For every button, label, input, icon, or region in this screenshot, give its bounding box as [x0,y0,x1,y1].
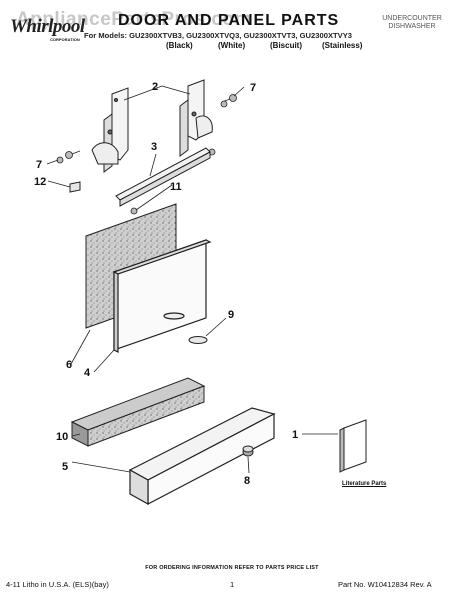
models-line: For Models: GU2300XTVB3, GU2300XTVQ3, GU… [84,31,352,40]
watermark: AppliancePartsPros.com [16,9,252,30]
outer-door-panel [112,239,212,353]
right-hinge-bracket [179,79,213,157]
callout-3: 3 [151,141,157,153]
callout-9: 9 [228,309,234,321]
grommet-part [242,445,254,457]
finish-black: (Black) [166,41,193,50]
callout-6: 6 [66,359,72,371]
leader-lines [46,85,338,474]
page-number: 1 [230,580,235,589]
brand-name: Whirlpool [10,16,85,37]
callout-10: 10 [56,431,68,443]
part-number: Part No. W10412834 Rev. A [338,580,432,589]
page-header: AppliancePartsPros.com Whirlpool CORPORA… [0,0,464,60]
literature-label: Literature Parts [342,481,387,487]
page-title: DOOR AND PANEL PARTS [118,12,340,29]
brand-sub: CORPORATION [50,37,80,42]
callout-5: 5 [62,461,68,473]
insulation-block [70,377,206,447]
finish-stainless: (Stainless) [322,41,363,50]
finish-white: (White) [218,41,246,50]
callout-7-left: 7 [36,159,42,171]
callout-2: 2 [152,81,158,93]
finish-biscuit: (Biscuit) [270,41,302,50]
ordering-note: FOR ORDERING INFORMATION REFER TO PARTS … [145,565,319,571]
callout-4: 4 [84,367,91,379]
left-hinge-bracket [91,87,129,173]
callout-1: 1 [292,429,298,441]
callout-7-right: 7 [250,82,256,94]
litho-info: 4-11 Litho in U.S.A. (ELS)(bay) [6,580,109,589]
callout-11: 11 [170,181,182,193]
door-strip [115,147,211,207]
callout-12: 12 [34,176,46,188]
callout-numbers: 2 7 3 7 12 11 9 6 4 10 1 8 5 [34,81,298,487]
brand-logo: Whirlpool CORPORATION [10,16,85,42]
exploded-diagram: 2 7 3 7 12 11 9 6 4 10 1 8 5 [34,79,367,506]
callout-8: 8 [244,475,250,487]
clip-part [69,181,81,193]
toe-panel [128,407,276,506]
literature-booklet [339,419,367,473]
appliance-type: UNDERCOUNTER DISHWASHER [382,15,442,30]
badge-part [188,336,208,344]
